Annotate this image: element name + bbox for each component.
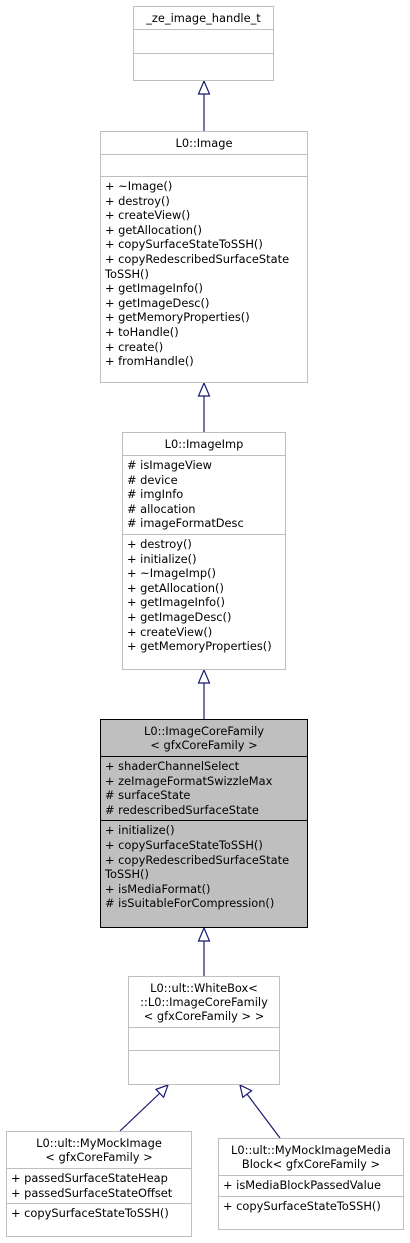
attribute-section: + passedSurfaceStateHeap+ passedSurfaceS…	[7, 1168, 191, 1203]
arrowhead-imageimp	[197, 668, 211, 684]
method-item: + destroy()	[105, 193, 170, 208]
attribute-item: + shaderChannelSelect	[105, 759, 240, 773]
method-item: + copyRedescribedSurfaceState	[105, 251, 290, 266]
method-item: + ~ImageImp()	[127, 566, 216, 581]
method-item: + getAllocation()	[105, 222, 202, 237]
class-name-line: L0::Image	[175, 136, 233, 150]
arrowhead-image	[197, 381, 211, 397]
class-name-line: L0::ImageImp	[164, 437, 244, 451]
method-item: + create()	[105, 339, 164, 354]
class-name-line: L0::ImageCoreFamily	[144, 724, 264, 738]
method-item: + copySurfaceStateToSSH()	[105, 237, 263, 252]
method-item: ToSSH()	[105, 266, 149, 281]
class-name-line: Block< gfxCoreFamily >	[241, 1157, 381, 1171]
edge-mockmedia-to-whitebox	[246, 1093, 281, 1139]
method-item: + ~Image()	[105, 179, 173, 193]
attribute-section	[129, 1027, 279, 1050]
attribute-item: # device	[127, 472, 178, 487]
method-item: + copySurfaceStateToSSH()	[105, 837, 263, 852]
method-item: # isSuitableForCompression()	[105, 896, 275, 911]
class-name: _ze_image_handle_t	[134, 7, 273, 29]
attribute-section: # isImageView# device# imgInfo# allocati…	[123, 455, 285, 534]
attribute-item: # imgInfo	[127, 487, 184, 502]
class-name-line: L0::ult::MyMockImage	[36, 1136, 162, 1150]
method-item: + getMemoryProperties()	[127, 639, 272, 654]
method-item: + getImageDesc()	[127, 609, 232, 624]
method-item: + copySurfaceStateToSSH()	[11, 1206, 169, 1221]
method-item: + getMemoryProperties()	[105, 310, 250, 325]
class-box-l0-imageimp[interactable]: L0::ImageImp# isImageView# device# imgIn…	[122, 432, 286, 670]
arrowhead-whitebox-left	[154, 1083, 169, 1099]
class-box-ze-image-handle[interactable]: _ze_image_handle_t	[133, 6, 274, 81]
method-item: + initialize()	[105, 823, 175, 838]
class-box-l0-image[interactable]: L0::Image+ ~Image()+ destroy()+ createVi…	[100, 131, 308, 383]
method-item: + fromHandle()	[105, 354, 194, 369]
arrowhead-ze-handle	[197, 79, 211, 95]
class-box-mymockimage[interactable]: L0::ult::MyMockImage< gfxCoreFamily >+ p…	[6, 1131, 192, 1237]
class-box-whitebox[interactable]: L0::ult::WhiteBox<::L0::ImageCoreFamily<…	[128, 976, 280, 1085]
attribute-item: # imageFormatDesc	[127, 516, 244, 531]
class-name-line: < gfxCoreFamily >	[45, 1150, 153, 1164]
method-item: + copySurfaceStateToSSH()	[223, 1198, 381, 1213]
method-item: + getImageInfo()	[127, 595, 225, 610]
class-name-line: < gfxCoreFamily > >	[143, 1009, 265, 1023]
method-item: + getImageDesc()	[105, 295, 210, 310]
attribute-item: + isMediaBlockPassedValue	[223, 1178, 382, 1192]
class-name-line: < gfxCoreFamily >	[150, 738, 258, 752]
method-item: ToSSH()	[105, 867, 149, 882]
method-item: + isMediaFormat()	[105, 881, 211, 896]
method-section: + copySurfaceStateToSSH()	[219, 1195, 403, 1217]
attribute-item: # isImageView	[127, 458, 212, 472]
method-section	[129, 1050, 279, 1073]
attribute-section: + shaderChannelSelect+ zeImageFormatSwiz…	[101, 756, 307, 820]
method-section: + initialize()+ copySurfaceStateToSSH()+…	[101, 820, 307, 914]
arrowhead-whitebox-right	[239, 1083, 253, 1099]
class-name: L0::ult::WhiteBox<::L0::ImageCoreFamily<…	[129, 977, 279, 1027]
arrowhead-corefamily	[197, 926, 211, 942]
method-item: + getAllocation()	[127, 580, 224, 595]
method-item: + getImageInfo()	[105, 281, 203, 296]
method-item: + destroy()	[127, 536, 192, 551]
method-section: + destroy()+ initialize()+ ~ImageImp()+ …	[123, 533, 285, 657]
method-item: + initialize()	[127, 551, 197, 566]
class-name-line: _ze_image_handle_t	[146, 11, 261, 25]
edge-mockimage-to-whitebox	[119, 1092, 161, 1132]
class-name-line: L0::ult::WhiteBox<	[150, 981, 258, 995]
class-name: L0::Image	[101, 132, 307, 154]
class-name: L0::ImageCoreFamily< gfxCoreFamily >	[101, 720, 307, 756]
attribute-section: + isMediaBlockPassedValue	[219, 1175, 403, 1196]
method-section	[134, 53, 273, 77]
method-item: + createView()	[105, 208, 191, 223]
class-name: L0::ImageImp	[123, 433, 285, 455]
attribute-item: + passedSurfaceStateHeap	[11, 1171, 168, 1185]
attribute-section	[134, 29, 273, 53]
method-item: + toHandle()	[105, 324, 179, 339]
method-item: + createView()	[127, 624, 213, 639]
attribute-item: # redescribedSurfaceState	[105, 802, 259, 817]
class-name-line: ::L0::ImageCoreFamily	[140, 995, 268, 1009]
method-section: + copySurfaceStateToSSH()	[7, 1203, 191, 1224]
attribute-section	[101, 154, 307, 176]
method-section: + ~Image()+ destroy()+ createView()+ get…	[101, 176, 307, 372]
class-name-line: L0::ult::MyMockImageMedia	[231, 1143, 391, 1157]
attribute-item: # allocation	[127, 501, 196, 516]
attribute-item: + zeImageFormatSwizzleMax	[105, 773, 273, 788]
attribute-item: # surfaceState	[105, 788, 191, 803]
class-box-l0-imagecorefamily[interactable]: L0::ImageCoreFamily< gfxCoreFamily >+ sh…	[100, 719, 308, 928]
attribute-item: + passedSurfaceStateOffset	[11, 1185, 173, 1200]
method-item: + copyRedescribedSurfaceState	[105, 852, 290, 867]
class-name: L0::ult::MyMockImage< gfxCoreFamily >	[7, 1132, 191, 1168]
